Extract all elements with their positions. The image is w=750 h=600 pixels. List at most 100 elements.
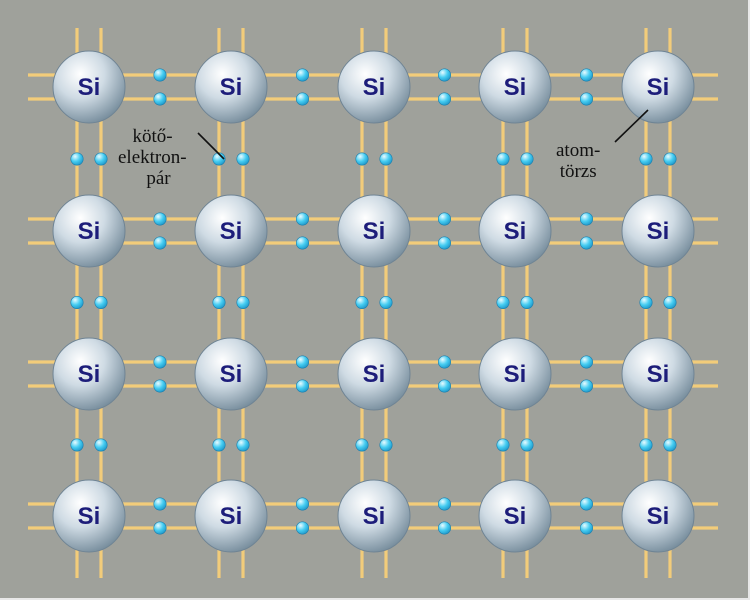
silicon-atom: Si <box>194 337 268 411</box>
bonding-electron <box>94 295 108 309</box>
bonding-electron <box>663 295 677 309</box>
bonding-electron <box>295 355 309 369</box>
bonding-electron <box>579 92 593 106</box>
bonding-electron <box>437 521 451 535</box>
atom-symbol-label: Si <box>647 74 670 101</box>
atom-symbol-label: Si <box>647 361 670 388</box>
atom-symbol-label: Si <box>363 74 386 101</box>
bonding-electron <box>437 379 451 393</box>
bonding-electron <box>579 212 593 226</box>
atom-sphere <box>478 479 552 553</box>
bonding-electron <box>379 438 393 452</box>
bonding-electron <box>295 379 309 393</box>
bonding-electron <box>212 152 226 166</box>
silicon-atom: Si <box>478 337 552 411</box>
atom-symbol-label: Si <box>220 74 243 101</box>
bonding-electron <box>579 497 593 511</box>
bonding-electron <box>437 212 451 226</box>
bonding-electron <box>295 236 309 250</box>
bonding-pair-annotation: kötő- elektron- pár <box>118 126 187 189</box>
atom-sphere <box>621 337 695 411</box>
atom-symbol-label: Si <box>78 361 101 388</box>
bonding-electron <box>236 295 250 309</box>
bonding-electron <box>579 521 593 535</box>
bonding-electron <box>236 152 250 166</box>
atom-symbol-label: Si <box>647 503 670 530</box>
silicon-atom: Si <box>194 50 268 124</box>
atom-sphere <box>337 50 411 124</box>
atom-sphere <box>478 337 552 411</box>
bonding-electron <box>153 521 167 535</box>
bonding-electron <box>94 438 108 452</box>
bonding-electron <box>295 68 309 82</box>
atom-sphere <box>194 337 268 411</box>
bonding-electrons <box>70 68 677 535</box>
bonding-electron <box>153 497 167 511</box>
bonding-electron <box>379 152 393 166</box>
annotation-pointers <box>197 109 649 160</box>
atom-core-line-1: atom- <box>556 140 601 161</box>
bonding-electron <box>355 438 369 452</box>
bonding-electron <box>153 379 167 393</box>
atom-core-line-2: törzs <box>559 161 597 182</box>
silicon-atom: Si <box>478 194 552 268</box>
bonding-electron <box>496 438 510 452</box>
bonding-electron <box>153 236 167 250</box>
atom-sphere <box>194 479 268 553</box>
atom-symbol-label: Si <box>220 361 243 388</box>
atom-symbol-label: Si <box>220 503 243 530</box>
bonding-electron <box>295 521 309 535</box>
bonding-electron <box>153 212 167 226</box>
atom-sphere <box>52 337 126 411</box>
bonding-electron <box>437 236 451 250</box>
atom-symbol-label: Si <box>504 74 527 101</box>
bonding-electron <box>355 295 369 309</box>
bonding-pair-pointer <box>197 132 225 160</box>
bonding-electron <box>212 438 226 452</box>
atom-sphere <box>621 50 695 124</box>
atom-symbol-label: Si <box>504 361 527 388</box>
silicon-atom: Si <box>478 50 552 124</box>
bonding-pair-line-1: kötő- <box>132 126 173 147</box>
bonding-electron <box>437 68 451 82</box>
atom-sphere <box>621 479 695 553</box>
silicon-atom: Si <box>478 479 552 553</box>
bonding-electron <box>639 438 653 452</box>
atom-sphere <box>337 337 411 411</box>
bonding-electron <box>579 236 593 250</box>
bonding-electron <box>295 212 309 226</box>
atom-sphere <box>478 194 552 268</box>
bonding-electron <box>379 295 393 309</box>
silicon-atom: Si <box>52 194 126 268</box>
bonding-electron <box>70 295 84 309</box>
atom-sphere <box>52 50 126 124</box>
silicon-atom: Si <box>621 479 695 553</box>
atom-sphere <box>194 50 268 124</box>
atom-symbol-label: Si <box>504 503 527 530</box>
bonding-electron <box>153 92 167 106</box>
bonding-electron <box>94 152 108 166</box>
bonding-electron <box>579 355 593 369</box>
silicon-atom: Si <box>337 194 411 268</box>
bonding-electron <box>70 438 84 452</box>
bonding-electron <box>496 152 510 166</box>
bonding-electron <box>579 68 593 82</box>
silicon-atom: Si <box>52 50 126 124</box>
bonding-electron <box>639 152 653 166</box>
atom-symbol-label: Si <box>647 218 670 245</box>
bonding-electron <box>355 152 369 166</box>
silicon-atom: Si <box>337 337 411 411</box>
bonding-electron <box>663 152 677 166</box>
silicon-atom: Si <box>621 337 695 411</box>
bonding-electron <box>153 355 167 369</box>
bonding-electron <box>437 355 451 369</box>
bonding-electron <box>437 497 451 511</box>
atom-symbol-label: Si <box>78 74 101 101</box>
atom-sphere <box>337 479 411 553</box>
silicon-atom: Si <box>337 50 411 124</box>
atom-symbol-label: Si <box>363 503 386 530</box>
atom-sphere <box>52 479 126 553</box>
silicon-atom: Si <box>194 194 268 268</box>
